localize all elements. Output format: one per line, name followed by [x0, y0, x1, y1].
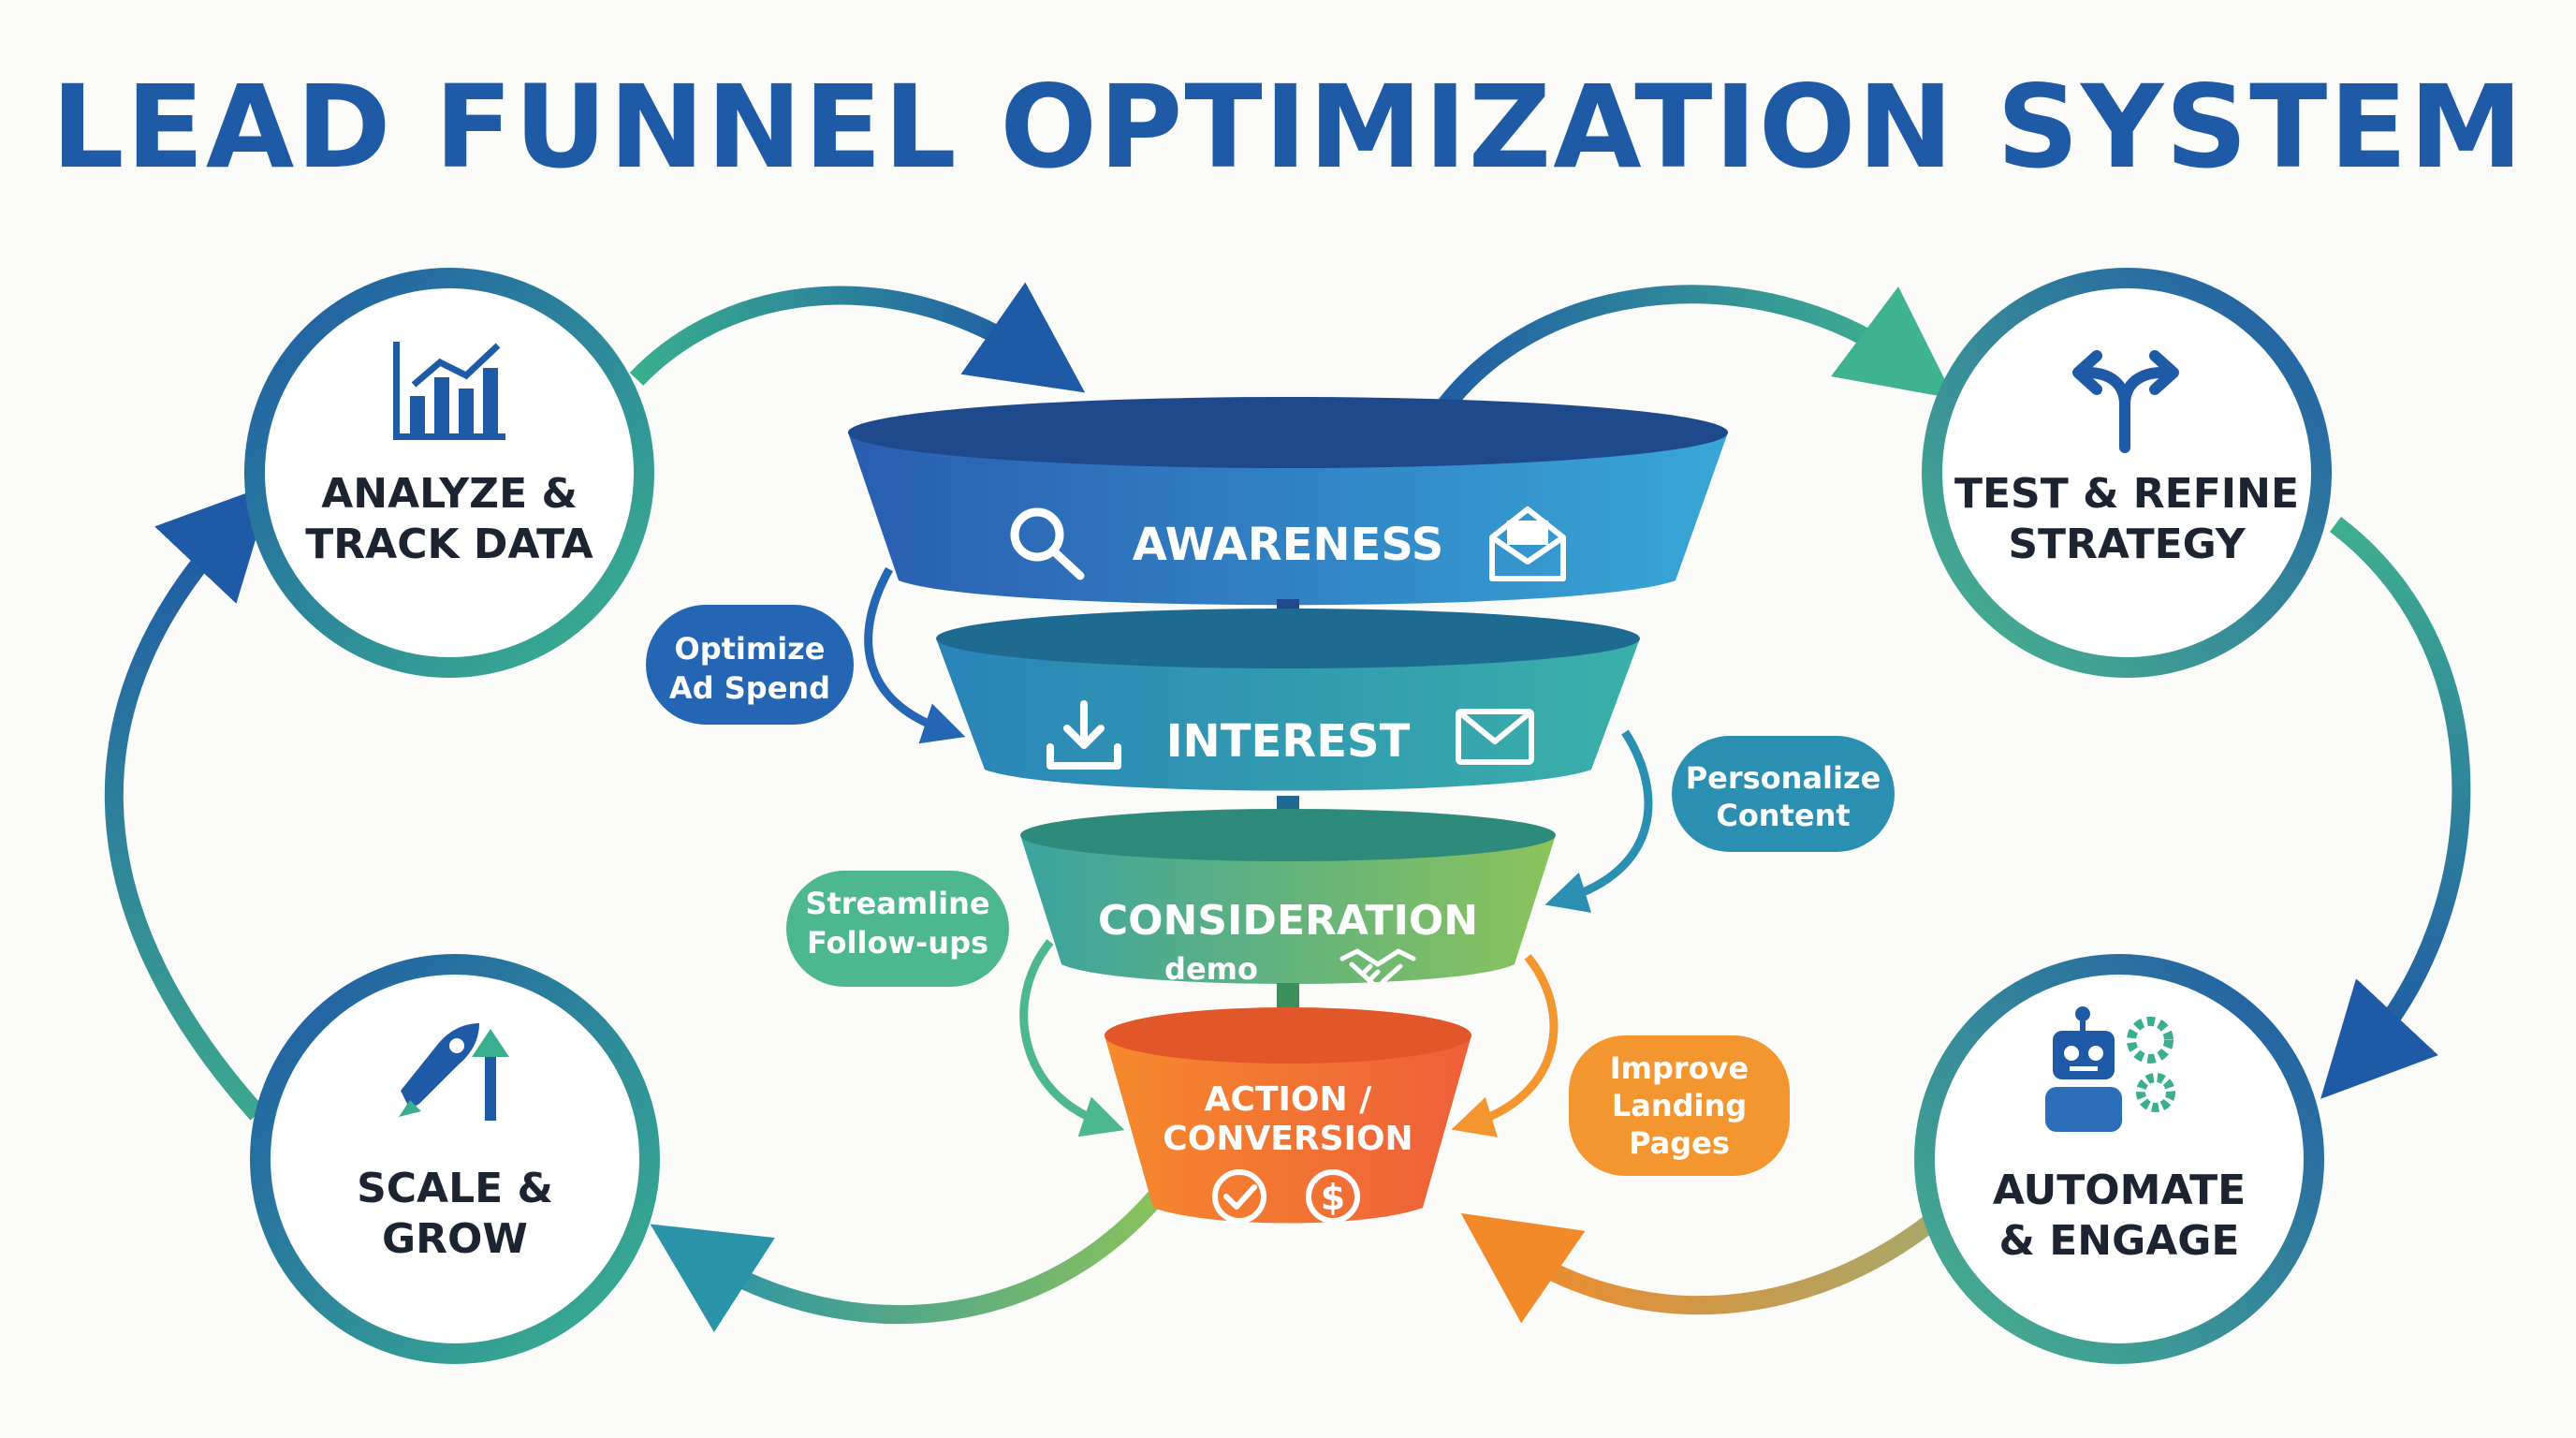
cycle-step-automate: AUTOMATE & ENGAGE — [1914, 954, 2324, 1364]
rocket-growth-icon — [399, 1023, 509, 1121]
tactic-pill-optimize-ad-spend: Optimize Ad Spend — [646, 605, 854, 725]
email-open-icon — [1489, 506, 1566, 581]
funnel-stage-interest: INTEREST — [936, 609, 1640, 791]
funnel-stage-action-line1: ACTION / — [1205, 1080, 1372, 1119]
tactic-optimize-line1: Optimize — [674, 631, 825, 667]
cycle-step-scale-line1: SCALE & — [357, 1165, 553, 1212]
tactic-personalize-line1: Personalize — [1686, 760, 1881, 796]
funnel-stage-awareness: AWARENESS — [848, 397, 1728, 606]
cycle-step-test: TEST & REFINE STRATEGY — [1922, 268, 2332, 678]
check-icon — [1212, 1169, 1266, 1224]
cycle-arrow-funnel-to-scale — [650, 1173, 1178, 1332]
tactic-improve-line2: Landing — [1612, 1088, 1747, 1123]
funnel-stage-action: ACTION / CONVERSION $ — [1105, 1007, 1471, 1224]
tactic-personalize-line2: Content — [1716, 798, 1850, 833]
tactic-arrow-streamline — [1019, 939, 1125, 1137]
svg-text:$: $ — [1321, 1177, 1345, 1218]
cycle-step-scale: SCALE & GROW — [250, 954, 660, 1364]
tactic-pill-streamline-follow-ups: Streamline Follow-ups — [786, 871, 1009, 987]
cycle-step-test-line2: STRATEGY — [2008, 521, 2246, 568]
envelope-icon — [1456, 709, 1534, 765]
funnel-stage-action-line2: CONVERSION — [1163, 1120, 1412, 1158]
tactic-streamline-line2: Follow-ups — [807, 925, 988, 961]
cycle-arrow-automate-to-funnel — [1460, 1210, 1944, 1324]
tactic-improve-line1: Improve — [1610, 1050, 1749, 1086]
tactic-improve-line3: Pages — [1629, 1125, 1730, 1161]
handshake-icon — [1339, 948, 1416, 988]
cycle-arrow-test-to-automate — [2320, 517, 2471, 1099]
download-icon — [1046, 700, 1121, 770]
tactic-pill-improve-landing-pages: Improve Landing Pages — [1569, 1035, 1790, 1176]
tactic-pill-personalize-content: Personalize Content — [1672, 736, 1895, 852]
dollar-icon: $ — [1306, 1169, 1360, 1224]
cycle-step-analyze: ANALYZE & TRACK DATA — [244, 268, 654, 678]
cycle-step-scale-line2: GROW — [382, 1215, 528, 1263]
cycle-step-automate-line2: & ENGAGE — [1999, 1217, 2240, 1265]
cycle-step-analyze-line1: ANALYZE & — [321, 470, 578, 518]
cycle-arrow-funnel-to-test — [1414, 285, 1955, 445]
robot-gears-icon — [2045, 1006, 2175, 1132]
funnel-stage-awareness-label: AWARENESS — [1133, 519, 1444, 571]
cycle-arrow-analyze-to-funnel — [629, 282, 1086, 393]
cycle-step-automate-line1: AUTOMATE — [1993, 1167, 2246, 1214]
funnel-stage-interest-label: INTEREST — [1166, 715, 1411, 768]
tactic-arrow-optimize — [864, 566, 966, 744]
split-arrows-icon — [2072, 350, 2179, 453]
search-icon — [1010, 507, 1085, 580]
page-title: LEAD FUNNEL OPTIMIZATION SYSTEM — [51, 61, 2525, 194]
tactic-arrow-personalize — [1544, 729, 1653, 913]
funnel-stage-consideration-sub: demo — [1164, 951, 1258, 987]
tactic-optimize-line2: Ad Spend — [669, 670, 830, 706]
cycle-step-analyze-line2: TRACK DATA — [305, 521, 593, 568]
funnel-stage-consideration: CONSIDERATION demo — [1020, 809, 1556, 988]
cycle-step-test-line1: TEST & REFINE — [1954, 470, 2299, 518]
bar-chart-icon — [393, 342, 505, 440]
tactic-arrow-improve — [1451, 954, 1559, 1137]
cycle-arrow-scale-to-analyze — [104, 483, 273, 1121]
funnel-stage-consideration-label: CONSIDERATION — [1098, 897, 1478, 945]
funnel: AWARENESS INTEREST — [848, 397, 1728, 1224]
tactic-streamline-line1: Streamline — [805, 886, 989, 921]
